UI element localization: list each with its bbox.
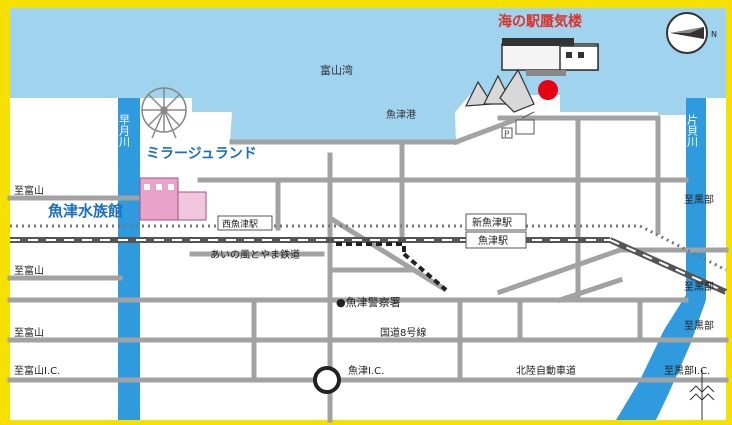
station-west-label: 西魚津駅 [222,218,258,230]
compass-icon [666,12,708,54]
rail-branch [336,242,406,254]
railway-label: あいの風とやま鉄道 [210,248,300,261]
sculpture-icon [464,68,535,113]
station-shin-label: 新魚津駅 [472,216,512,229]
aquarium-label: 魚津水族館 [48,202,123,220]
to-toyama-label-2: 至富山 [14,264,44,277]
river-left-label: 早月川 [118,114,131,147]
railway-chiho [10,224,727,272]
station-box-west [217,215,273,231]
to-kurobe-ic-label: 至黒部I.C. [664,364,710,377]
aquarium-building-icon [139,177,207,221]
ic-uozu-label: 魚津I.C. [348,364,384,377]
to-toyama-ic-label: 至富山I.C. [14,364,60,377]
station-uozu-label: 魚津駅 [478,234,508,247]
station-box-shin [465,213,527,231]
ferris-wheel-icon [141,87,187,139]
bay-label: 富山湾 [320,63,353,77]
building-icon [501,38,599,76]
route8-label: 国道8号線 [380,326,426,339]
port-label: 魚津港 [386,108,416,121]
to-kurobe-label-1: 至黒部 [684,193,714,206]
to-kurobe-label-2: 至黒部 [684,280,714,293]
expressway-label: 北陸自動車道 [516,364,576,377]
to-kurobe-label-3: 至黒部 [684,319,714,332]
cable-car-icon [515,111,535,135]
port-basin [376,104,448,124]
parking-label: P [504,130,510,140]
red-dot-marker [538,80,558,100]
destination-label: 海の駅蜃気楼 [498,13,582,30]
parking-icon [501,127,513,139]
to-toyama-label-1: 至富山 [14,184,44,197]
river-right-label: 片貝川 [686,114,699,147]
compass-label: N [711,30,717,39]
station-box-uozu [465,231,527,249]
to-toyama-label-3: 至富山 [14,326,44,339]
police-label: ●魚津警察署 [336,295,401,309]
connector-road [328,215,448,293]
edge-marker-icon [689,370,715,420]
amusement-label: ミラージュランド [146,146,257,162]
road-network [7,114,729,423]
interchange-icon [313,366,341,394]
